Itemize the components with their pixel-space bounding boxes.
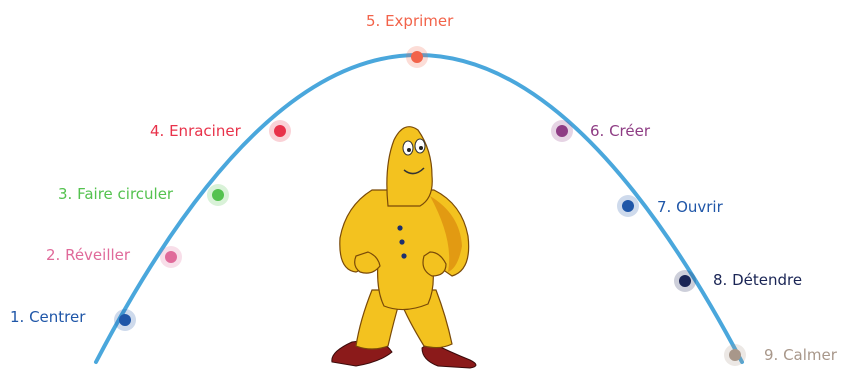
step-label-1: 1. Centrer <box>10 308 86 326</box>
character-head <box>386 126 433 207</box>
step-label-4: 4. Enraciner <box>150 122 241 140</box>
left-hand <box>354 251 381 274</box>
step-marker-5 <box>411 51 423 63</box>
step-label-2: 2. Réveiller <box>46 246 131 264</box>
torso-shade <box>430 196 462 272</box>
step-marker-3 <box>212 189 224 201</box>
step-markers <box>114 46 746 366</box>
left-eye <box>402 140 414 156</box>
step-marker-1 <box>119 314 131 326</box>
step-label-8: 8. Détendre <box>713 271 803 289</box>
right-hand <box>422 251 447 277</box>
body-button-1 <box>397 225 403 231</box>
step-label-5: 5. Exprimer <box>366 12 454 30</box>
character-torso <box>339 189 470 311</box>
right-eye <box>414 138 426 154</box>
left-pupil <box>407 148 411 152</box>
step-marker-7 <box>622 200 634 212</box>
step-marker-8 <box>679 275 691 287</box>
step-marker-2 <box>165 251 177 263</box>
step-label-9: 9. Calmer <box>764 346 837 364</box>
step-marker-9 <box>729 349 741 361</box>
right-pupil <box>419 146 423 150</box>
yellow-character-figure <box>331 126 477 369</box>
step-marker-4 <box>274 125 286 137</box>
step-label-3: 3. Faire circuler <box>58 185 174 203</box>
body-button-2 <box>399 239 405 245</box>
right-shoe <box>421 341 477 369</box>
step-marker-6 <box>556 125 568 137</box>
body-button-3 <box>401 253 407 259</box>
step-label-6: 6. Créer <box>590 122 651 140</box>
character-mouth <box>403 167 425 175</box>
step-label-7: 7. Ouvrir <box>657 198 723 216</box>
